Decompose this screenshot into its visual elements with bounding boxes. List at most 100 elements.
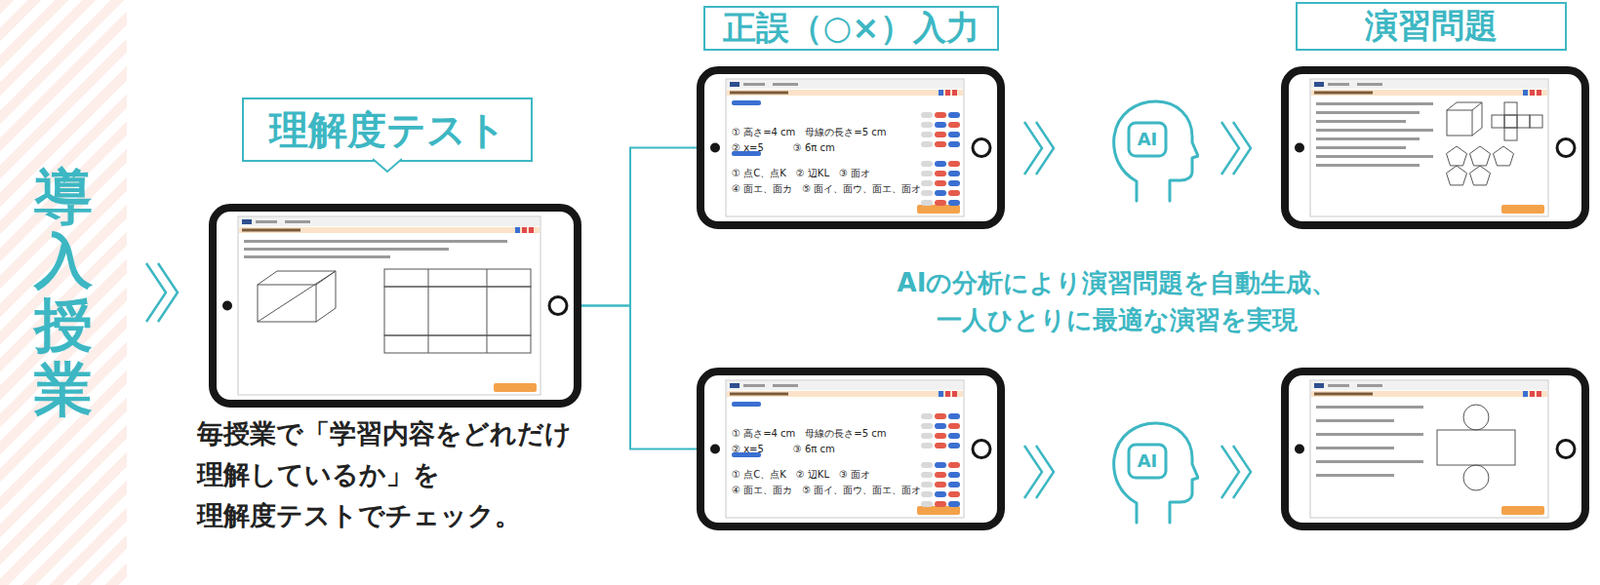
screen-flag xyxy=(1536,391,1542,398)
screen-button xyxy=(493,383,537,393)
pentagon-face xyxy=(1470,165,1491,186)
answer-button xyxy=(948,141,960,148)
net-center xyxy=(384,286,531,336)
answer-line: ④ 面エ、面カ ⑤ 面イ、面ウ、面エ、面オ xyxy=(731,183,921,196)
screen-header-line xyxy=(1327,384,1350,388)
answer-line: ① 高さ=4 cm 母線の長さ=5 cm xyxy=(731,126,886,139)
screen-header xyxy=(726,80,963,89)
ai-head-node: AI xyxy=(1107,97,1200,205)
screen-title-bar xyxy=(726,391,963,398)
net-figure xyxy=(384,269,531,354)
screen-flag xyxy=(515,227,520,234)
double-chevron xyxy=(1024,121,1054,175)
answer-button xyxy=(934,200,947,206)
answer-button xyxy=(934,180,947,187)
screen-header-line xyxy=(772,384,799,388)
label-box: 演習問題 xyxy=(1295,1,1567,51)
answer-button xyxy=(934,423,947,430)
answer-button xyxy=(948,160,960,167)
exercise-phone xyxy=(1280,66,1590,230)
cube-edge xyxy=(1472,102,1482,111)
screen-flag xyxy=(1529,391,1535,398)
screen-flag xyxy=(945,391,951,398)
chevron-stroke xyxy=(158,263,178,322)
answer-button xyxy=(920,131,933,138)
pointer-outline xyxy=(372,159,402,172)
screen-button xyxy=(917,506,960,516)
answer-button xyxy=(920,433,933,440)
net-fold xyxy=(428,269,430,354)
answer-button xyxy=(948,491,960,498)
cube-back xyxy=(1446,102,1482,136)
caption-text: 毎授業で「学習内容をどれだけ 理解しているか」を 理解度テストでチェック。 xyxy=(197,413,637,537)
screen-title-line xyxy=(729,393,789,397)
screen-logo xyxy=(729,81,740,87)
ai-chip xyxy=(1128,122,1166,157)
screen-flag xyxy=(952,89,958,96)
screen-header xyxy=(1311,80,1548,89)
answer-line: ① 点C、点K ② 辺KL ③ 面オ xyxy=(731,469,871,481)
answer-button xyxy=(920,442,933,449)
net-circle xyxy=(1463,465,1489,491)
answer-button xyxy=(948,442,960,449)
answer-button xyxy=(920,141,933,148)
answer-button xyxy=(920,501,933,508)
cuboid-diagonal xyxy=(257,271,336,322)
answer-button xyxy=(920,472,933,479)
screen-chip xyxy=(731,100,761,106)
answer-button xyxy=(948,121,960,128)
bracket-connector xyxy=(581,148,697,307)
cube-front xyxy=(1446,110,1473,136)
screen-button xyxy=(1501,204,1545,214)
screen-title-bar xyxy=(726,89,963,96)
answer-button xyxy=(920,170,933,177)
answer-button xyxy=(920,160,933,167)
screen-logo xyxy=(729,383,740,389)
answer-button xyxy=(920,481,933,488)
answer-button xyxy=(934,442,947,449)
phone-camera-dot xyxy=(710,444,720,455)
answer-button xyxy=(920,200,933,206)
answer-button xyxy=(948,501,960,508)
screen-header-line xyxy=(255,220,278,224)
pentagon-face xyxy=(1446,146,1468,166)
screen-header-line xyxy=(1327,82,1350,86)
screen-flag xyxy=(1522,89,1528,96)
screen-flag xyxy=(1536,89,1542,96)
answer-button xyxy=(920,413,933,420)
answer-button xyxy=(920,180,933,187)
net-square xyxy=(1504,127,1518,141)
phone-node: ① 高さ=4 cm 母線の長さ=5 cm ② x=5 ③ 6π cm ① 点C、点K… xyxy=(696,66,1005,230)
screen-logo xyxy=(1314,383,1324,389)
phone-camera-dot xyxy=(1294,143,1305,154)
answer-button xyxy=(948,190,960,197)
answer-button xyxy=(934,141,947,148)
screen-logo xyxy=(241,219,252,225)
answer-line: ② x=5 ③ 6π cm xyxy=(731,142,836,155)
exercise-phone xyxy=(1280,367,1590,531)
double-chevron xyxy=(146,263,178,322)
net-strip xyxy=(384,269,531,287)
phone-frame xyxy=(1288,375,1582,523)
screen-header xyxy=(726,381,963,391)
screen-button xyxy=(1501,506,1545,516)
chevron-stroke xyxy=(1233,445,1251,499)
ai-label: AI xyxy=(1128,122,1166,157)
answer-button xyxy=(948,462,960,469)
phone-home-button xyxy=(549,297,567,316)
section-band: 導入授業 xyxy=(0,0,127,585)
chevron-stroke xyxy=(1233,121,1251,175)
ai-label: AI xyxy=(1128,444,1166,479)
answer-button xyxy=(934,472,947,479)
answer-button xyxy=(934,170,947,177)
answer-line: ① 点C、点K ② 辺KL ③ 面オ xyxy=(731,167,871,180)
screen-logo xyxy=(1314,81,1324,87)
ai-chip xyxy=(1128,444,1166,479)
answer-button xyxy=(948,200,960,206)
summary-note: AIの分析により演習問題を自動生成、 一人ひとりに最適な演習を実現 xyxy=(882,265,1352,339)
ai-head-icon xyxy=(1107,419,1200,527)
phone-node: ① 高さ=4 cm 母線の長さ=5 cm② x=5 ③ 6π cm① 点C、点K… xyxy=(696,367,1005,531)
pentagon-face xyxy=(1470,146,1491,166)
ai-head-icon xyxy=(1107,97,1200,205)
screen-text-line xyxy=(243,240,508,243)
